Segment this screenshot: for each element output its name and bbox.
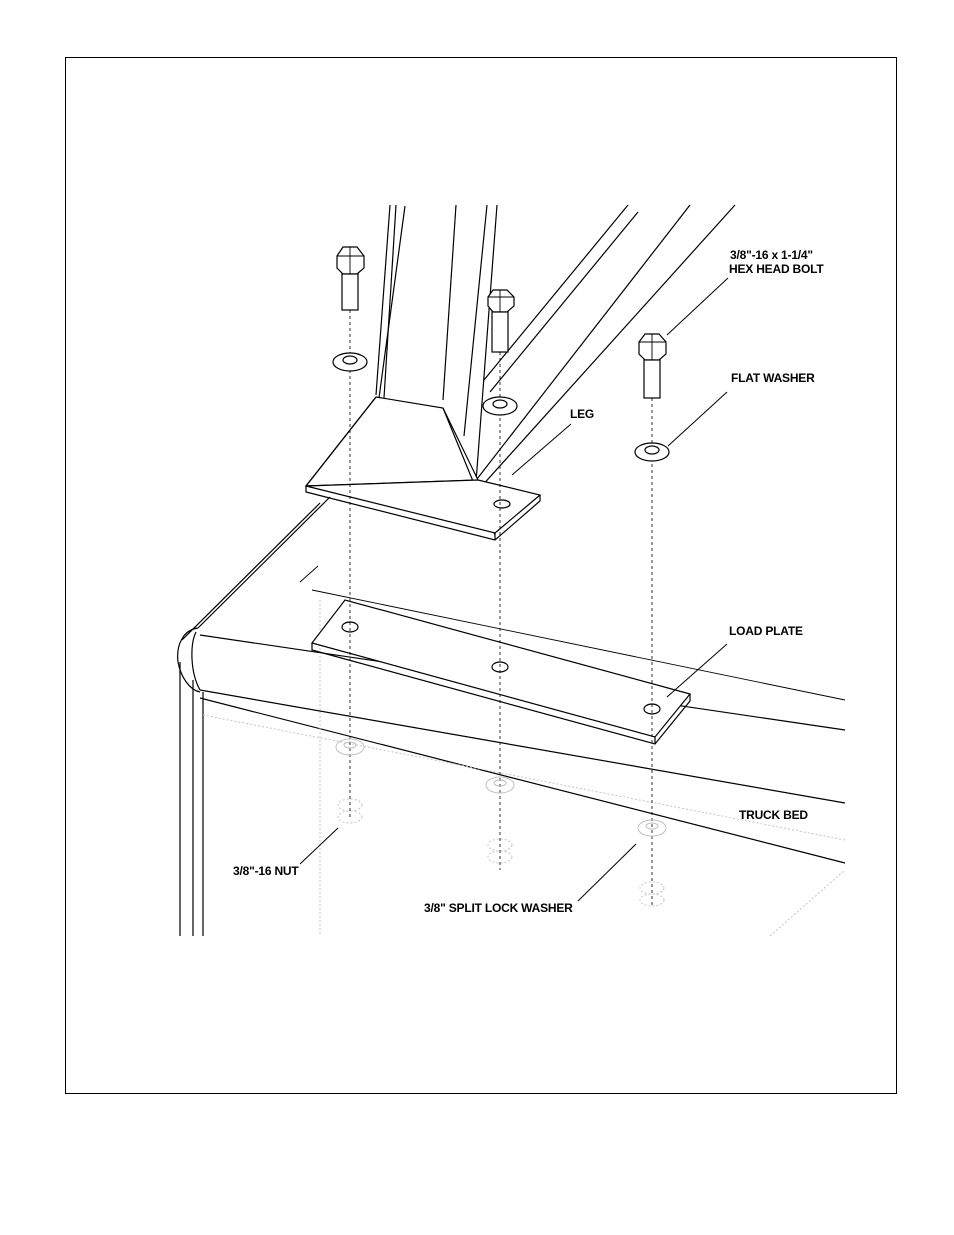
flat-washer-2 (483, 397, 517, 415)
nut-label: 3/8"-16 NUT (233, 864, 299, 878)
leader-lines (300, 278, 728, 901)
flat-washer-3 (635, 443, 669, 461)
hidden-washers (336, 739, 666, 836)
truck-bed-label: TRUCK BED (739, 808, 808, 822)
leg-label: LEG (570, 407, 594, 421)
hex-head-bolt-2 (488, 290, 514, 352)
bolt-label-line2: HEX HEAD BOLT (729, 262, 824, 276)
split-lock-washer-label: 3/8" SPLIT LOCK WASHER (424, 901, 573, 915)
flat-washer-label: FLAT WASHER (731, 371, 815, 385)
flat-washer-1 (333, 353, 367, 371)
load-plate (312, 600, 690, 744)
hex-head-bolt-3 (639, 334, 666, 398)
hidden-nuts (338, 799, 664, 906)
leg-assembly (306, 205, 735, 540)
bolt-label-line1: 3/8"-16 x 1-1/4" (730, 248, 813, 262)
load-plate-label: LOAD PLATE (729, 624, 803, 638)
hex-head-bolt-1 (337, 247, 364, 310)
